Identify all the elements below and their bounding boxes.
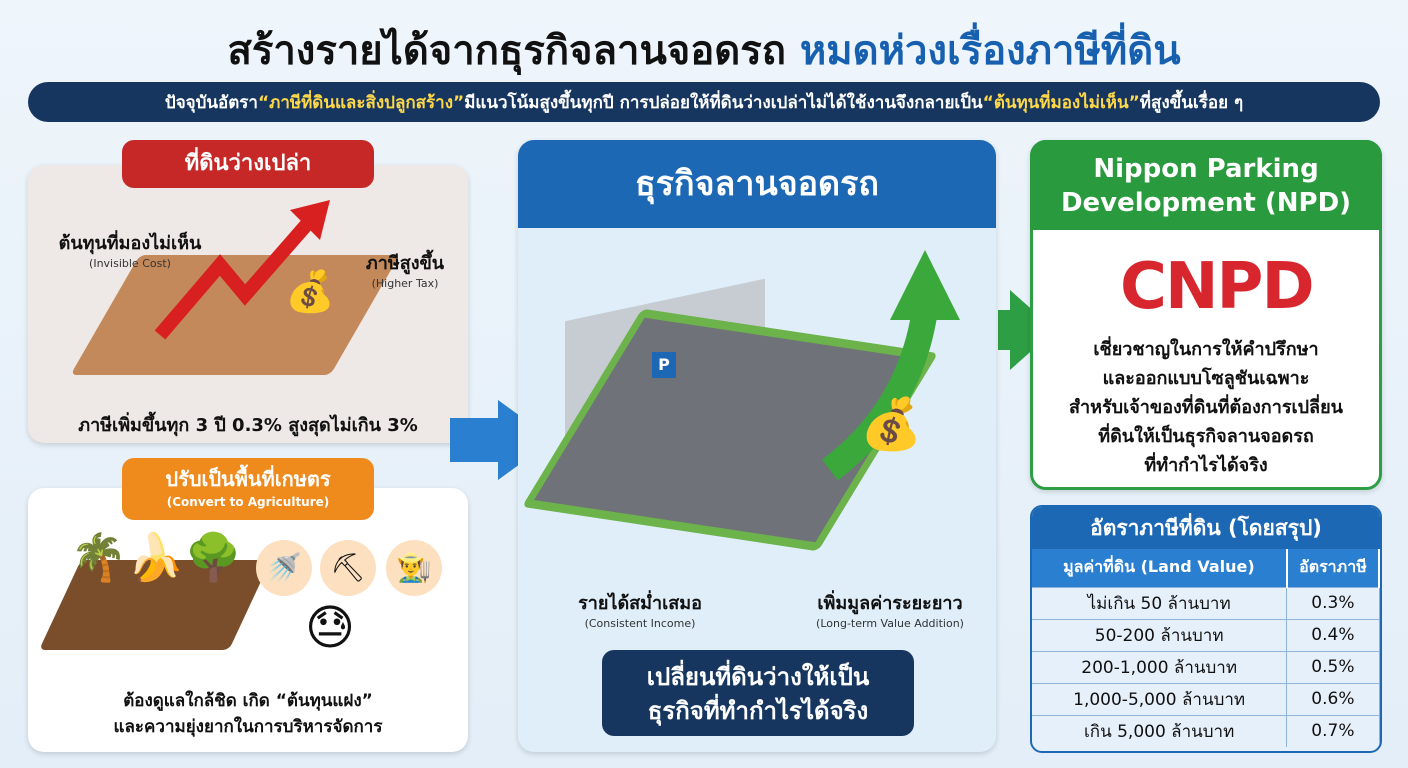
agriculture-note: ต้องดูแลใกล้ชิด เกิด “ต้นทุนแฝง”และความย…: [113, 691, 383, 737]
higher-tax-label: ภาษีสูงขึ้น(Higher Tax): [365, 253, 445, 290]
banner-quote: “ต้นทุนที่มองไม่เห็น”: [982, 92, 1140, 113]
banner-text: มีแนวโน้มสูงขึ้นทุกปี การปล่อยให้ที่ดินว…: [464, 92, 983, 113]
money-bag-icon: 💰: [860, 395, 923, 453]
column-header: มูลค่าที่ดิน (Land Value): [1032, 549, 1288, 587]
banana-tree-icon: 🌴🍌🌳: [70, 530, 242, 584]
parking-title: ธุรกิจลานจอดรถ: [518, 140, 996, 228]
banner-quote: “ภาษีที่ดินและสิ่งปลูกสร้าง”: [257, 92, 465, 113]
invisible-cost-label: ต้นทุนที่มองไม่เห็น(Invisible Cost): [58, 233, 202, 270]
page-title: สร้างรายได้จากธุรกิจลานจอดรถ หมดห่วงเรื่…: [0, 18, 1408, 82]
vacant-land-title: ที่ดินว่างเปล่า: [122, 140, 374, 188]
title-highlight: หมดห่วงเรื่องภาษีที่ดิน: [799, 28, 1181, 74]
intro-banner: ปัจจุบันอัตรา “ภาษีที่ดินและสิ่งปลูกสร้า…: [28, 82, 1380, 122]
rising-arrow-icon: [154, 200, 330, 340]
shovel-fork-icon: ⛏: [320, 540, 376, 596]
flow-arrow-shaft: [998, 310, 1012, 350]
tax-increase-note: ภาษีเพิ่มขึ้นทุก 3 ปี 0.3% สูงสุดไม่เกิน…: [78, 415, 418, 436]
npd-description: เชี่ยวชาญในการให้คำปรึกษาและออกแบบโซลูชั…: [1069, 339, 1343, 476]
agriculture-title: ปรับเป็นพื้นที่เกษตร(Convert to Agricult…: [122, 458, 374, 520]
table-title: อัตราภาษีที่ดิน (โดยสรุป): [1032, 507, 1380, 549]
title-main: สร้างรายได้จากธุรกิจลานจอดรถ: [227, 28, 786, 74]
long-term-value-label: เพิ่มมูลค่าระยะยาว(Long-term Value Addit…: [816, 593, 964, 630]
growth-arrow-icon: [822, 250, 960, 480]
stressed-person-icon: 😓: [305, 600, 356, 656]
npd-logo: CNPD: [1120, 250, 1315, 324]
watering-can-icon: 🚿: [256, 540, 312, 596]
banner-text: ปัจจุบันอัตรา: [164, 92, 258, 113]
cta-box: เปลี่ยนที่ดินว่างให้เป็นธุรกิจที่ทำกำไรไ…: [602, 650, 914, 736]
banner-text: ที่สูงขึ้นเรื่อย ๆ: [1139, 92, 1244, 113]
column-header: อัตราภาษี: [1286, 549, 1380, 587]
tax-rate-table: อัตราภาษีที่ดิน (โดยสรุป) มูลค่าที่ดิน (…: [1030, 505, 1382, 753]
money-bag-icon: 💰: [285, 269, 335, 315]
parking-sign-icon: P: [652, 352, 676, 378]
flow-arrow-shaft: [450, 418, 500, 462]
consistent-income-label: รายได้สม่ำเสมอ(Consistent Income): [578, 593, 702, 630]
farmer-icon: 👨‍🌾: [386, 540, 442, 596]
